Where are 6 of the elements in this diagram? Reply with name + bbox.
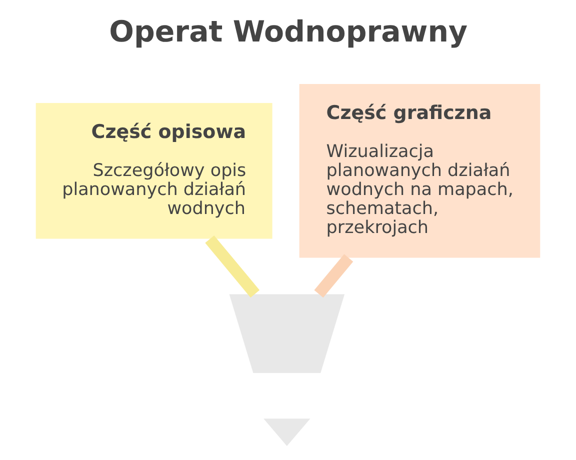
node-box: Część graficzna Wizualizacja planowanych działań wodnych na mapach, schematach, przekrojach [299, 84, 540, 258]
connector [205, 235, 260, 298]
connector [314, 254, 354, 298]
diagram-title: Operat Wodnoprawny [109, 14, 468, 49]
node-box: Część opisowa Szczegółowy opis planowanych działań wodnych [36, 103, 272, 239]
node-trapezoid [229, 294, 345, 374]
